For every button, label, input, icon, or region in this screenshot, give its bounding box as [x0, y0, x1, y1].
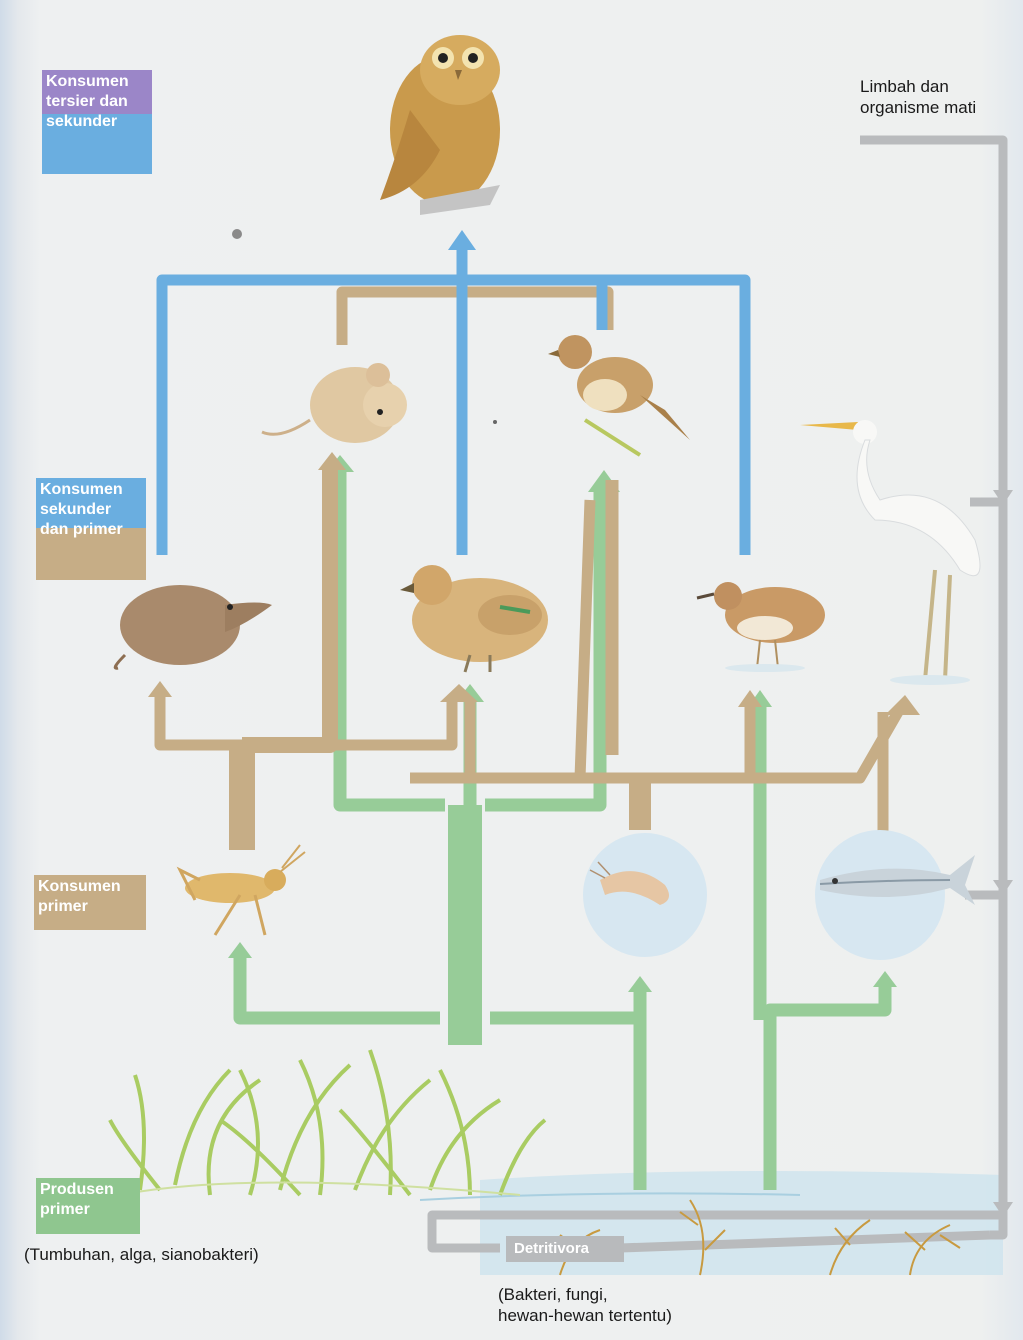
owl-arrowhead — [448, 230, 476, 250]
speck — [493, 420, 497, 424]
grass-icon — [110, 1050, 545, 1195]
primary-consumer-flow — [160, 292, 898, 850]
sparrow-icon — [548, 335, 690, 455]
label-tertiary-secondary: Konsumen tersier dan sekunder — [42, 70, 152, 174]
label-line: Konsumen — [38, 877, 142, 897]
caption-line: organisme mati — [860, 97, 976, 118]
label-line: sekunder — [40, 500, 142, 520]
label-line: Konsumen — [46, 72, 148, 92]
shrew-icon — [115, 585, 272, 668]
label-line: Konsumen — [40, 480, 142, 500]
label-line: sekunder — [46, 112, 148, 132]
label-line: dan primer — [40, 520, 142, 540]
primary-consumer-arrowheads — [148, 452, 920, 715]
grasshopper-icon — [180, 845, 305, 935]
label-line: primer — [38, 897, 142, 917]
caption-line: (Bakteri, fungi, — [498, 1284, 672, 1305]
caption-producers: (Tumbuhan, alga, sianobakteri) — [24, 1244, 259, 1265]
shrimp-icon — [583, 833, 707, 957]
label-detritivore: Detritivora — [506, 1236, 624, 1262]
label-line: Produsen — [40, 1180, 136, 1200]
caption-line: hewan-hewan tertentu) — [498, 1305, 672, 1326]
label-line: tersier dan — [46, 92, 148, 112]
mouse-icon — [262, 363, 407, 443]
detritus-flow — [432, 140, 1003, 1248]
caption-line: Limbah dan — [860, 76, 976, 97]
duck-icon — [400, 565, 548, 672]
sandpiper-icon — [697, 582, 825, 672]
caption-waste: Limbah dan organisme mati — [860, 76, 976, 118]
owl-icon — [380, 35, 500, 215]
caption-detritivores: (Bakteri, fungi, hewan-hewan tertentu) — [498, 1284, 672, 1326]
egret-icon — [800, 420, 980, 685]
label-producer: Produsen primer — [36, 1178, 140, 1234]
speck — [232, 229, 242, 239]
fish-icon — [815, 830, 975, 960]
label-secondary-primary: Konsumen sekunder dan primer — [36, 478, 146, 580]
label-line: primer — [40, 1200, 136, 1220]
label-primary-consumer: Konsumen primer — [34, 875, 146, 930]
